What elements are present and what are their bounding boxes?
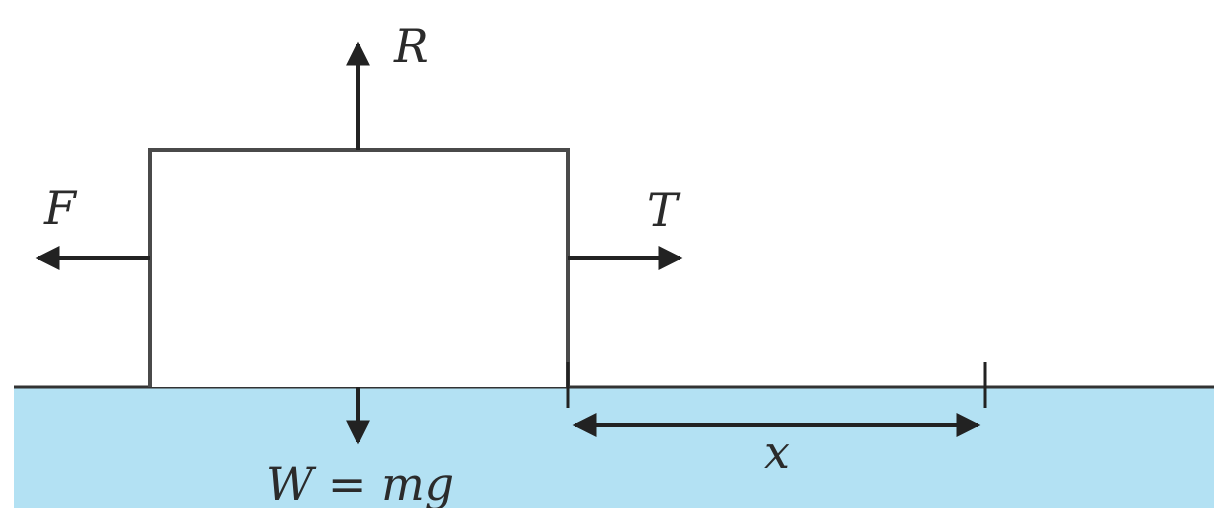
block xyxy=(148,148,570,387)
tension-label: T xyxy=(647,183,681,237)
weight-label: W = mg xyxy=(266,457,454,508)
friction-label: F xyxy=(43,181,78,235)
displacement-label: x xyxy=(764,425,790,479)
ground-surface xyxy=(14,387,1214,508)
normal-reaction-label: R xyxy=(393,19,429,73)
